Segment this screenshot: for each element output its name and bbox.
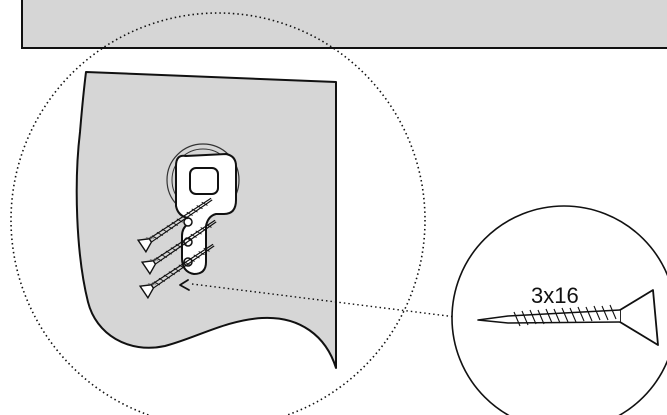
screw-callout-circle: [451, 205, 667, 415]
bracket-hole-1: [183, 217, 193, 227]
small-screw-label-3: 3x16: [147, 280, 157, 287]
callout-screw: [477, 289, 659, 346]
small-screw-label-2: 3x16: [149, 256, 159, 263]
small-screw-2: [140, 219, 217, 276]
pointer-arrow-icon: [179, 279, 190, 291]
detail-magnifier-circle: [10, 12, 426, 415]
top-board: [21, 0, 667, 49]
callout-leader-line: [191, 283, 457, 318]
small-screw-label-1: 3x16: [145, 234, 155, 241]
bracket-slot: [189, 167, 219, 195]
small-screw-3: [138, 243, 215, 300]
small-screw-1: [136, 197, 213, 254]
screw-size-label: 3x16: [531, 283, 579, 308]
